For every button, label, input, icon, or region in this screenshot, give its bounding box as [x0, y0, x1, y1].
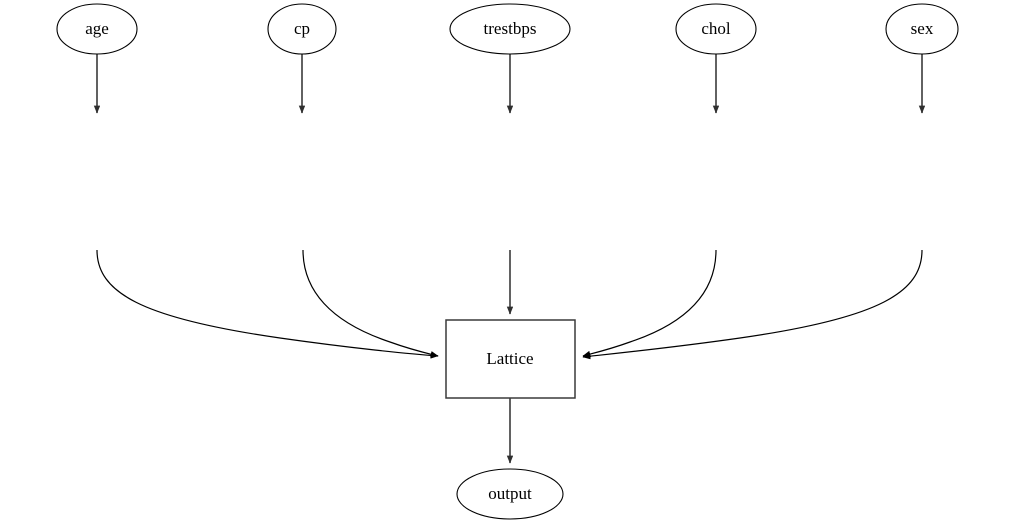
node-chol[interactable]: chol [675, 3, 757, 55]
node-trestbps-label: trestbps [484, 19, 537, 38]
node-cp-label: cp [294, 19, 310, 38]
node-lattice-label: Lattice [486, 349, 533, 368]
node-lattice[interactable]: Lattice [445, 319, 576, 399]
node-sex-label: sex [911, 19, 934, 38]
node-chol-label: chol [701, 19, 731, 38]
edge-chol-chart-to-lattice [582, 249, 717, 358]
node-sex[interactable]: sex [885, 3, 959, 55]
node-cp[interactable]: cp [267, 3, 337, 55]
edge-age-chart-to-lattice [96, 249, 439, 359]
node-trestbps[interactable]: trestbps [449, 3, 571, 55]
edge-cp-chart-to-lattice [302, 249, 439, 358]
node-age-label: age [85, 19, 109, 38]
edge-sex-chart-to-lattice [582, 249, 923, 360]
node-output[interactable]: output [456, 468, 564, 520]
node-output-label: output [488, 484, 532, 503]
node-age[interactable]: age [56, 3, 138, 55]
